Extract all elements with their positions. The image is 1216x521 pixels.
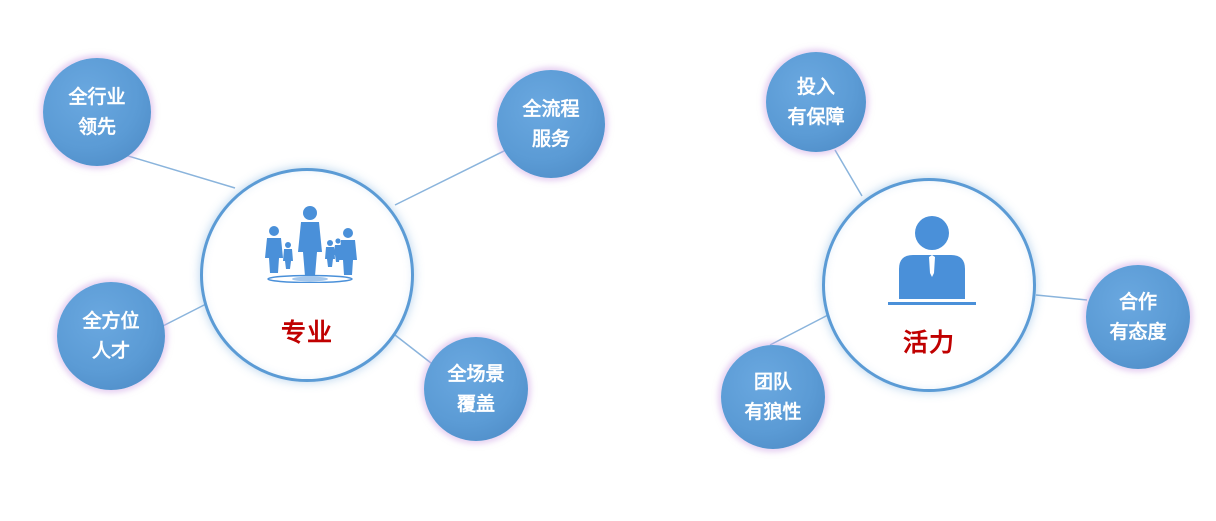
person-at-desk-icon <box>888 216 976 305</box>
business-people-group-icon <box>265 206 357 283</box>
satellite-node: 全场景 覆盖 <box>424 337 528 441</box>
satellite-node: 合作 有态度 <box>1086 265 1190 369</box>
node-label-line: 全场景 <box>447 363 505 385</box>
connector-line <box>154 301 211 331</box>
node-label-line: 有态度 <box>1109 321 1167 343</box>
connector-line <box>769 314 829 346</box>
node-label-line: 服务 <box>531 128 570 150</box>
hub-circle-vitality: 活力 <box>822 178 1036 392</box>
node-label-line: 团队 <box>753 371 792 393</box>
satellite-node: 全方位 人才 <box>57 282 165 390</box>
node-label-line: 人才 <box>91 340 130 362</box>
connector-line <box>1035 294 1088 301</box>
node-label-line: 领先 <box>77 116 116 138</box>
connector-line <box>124 154 236 189</box>
connector-line <box>394 147 511 206</box>
satellite-node: 全行业 领先 <box>43 58 151 166</box>
node-label-line: 全行业 <box>68 86 126 108</box>
satellite-node: 投入 有保障 <box>766 52 866 152</box>
node-label-line: 全方位 <box>82 310 140 332</box>
node-label-line: 覆盖 <box>456 393 495 415</box>
node-label-line: 合作 <box>1118 291 1157 313</box>
satellite-node: 全流程 服务 <box>497 70 605 178</box>
connector-line <box>834 149 863 197</box>
hub-label: 专业 <box>280 318 333 347</box>
node-label-line: 有狼性 <box>744 401 802 423</box>
node-label-line: 投入 <box>796 76 835 98</box>
node-label-line: 全流程 <box>522 98 580 120</box>
hub-label: 活力 <box>902 328 955 357</box>
satellite-node: 团队 有狼性 <box>721 345 825 449</box>
node-label-line: 有保障 <box>787 106 845 128</box>
hub-circle-professional: 专业 <box>200 168 414 382</box>
